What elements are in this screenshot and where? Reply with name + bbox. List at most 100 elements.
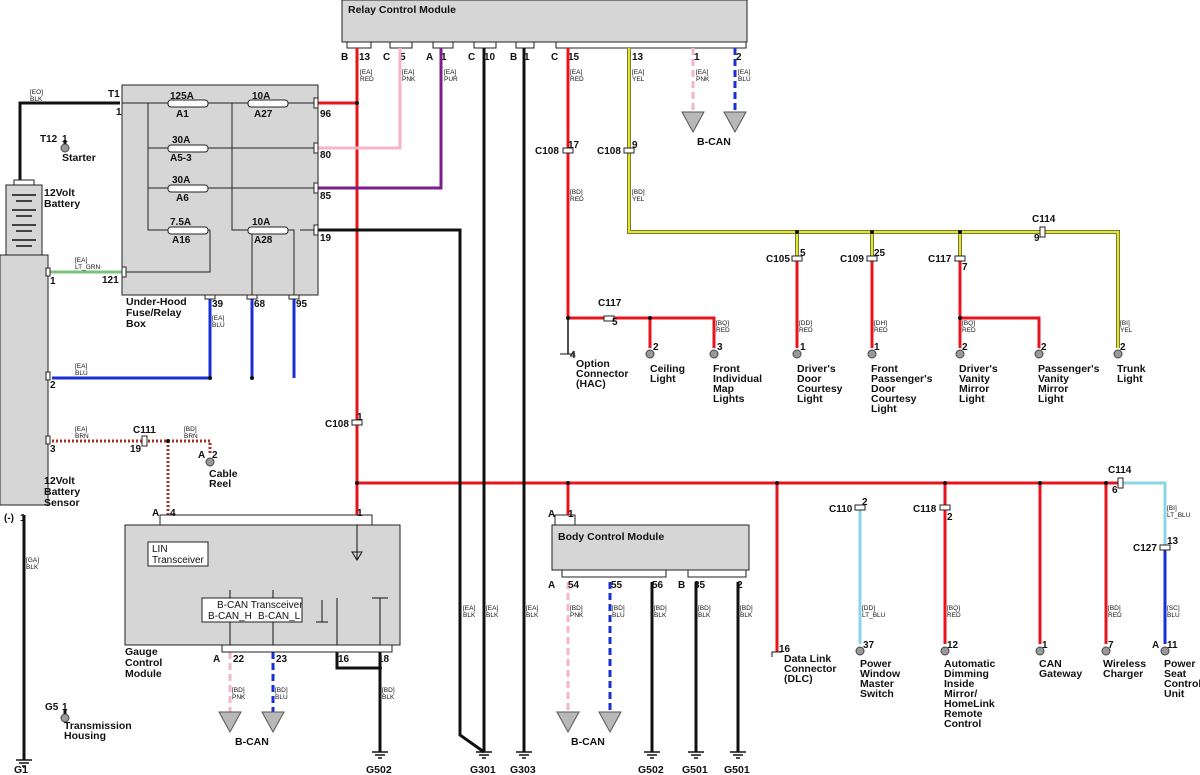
svg-text:1: 1	[694, 52, 700, 63]
svg-text:Gauge: Gauge	[125, 646, 158, 658]
svg-text:Light: Light	[959, 393, 985, 405]
svg-text:C111: C111	[133, 425, 156, 436]
svg-text:RED: RED	[570, 196, 584, 203]
svg-text:Gateway: Gateway	[1039, 668, 1082, 680]
svg-text:BLK: BLK	[463, 612, 476, 619]
svg-text:2: 2	[212, 450, 218, 461]
svg-text:B: B	[341, 52, 348, 63]
svg-text:22: 22	[233, 654, 245, 665]
connector-markers	[141, 147, 1171, 551]
svg-text:C109: C109	[840, 254, 864, 265]
svg-text:RED: RED	[799, 327, 813, 334]
svg-text:B-CAN: B-CAN	[235, 736, 269, 748]
svg-text:C110: C110	[829, 504, 853, 515]
svg-text:Unit: Unit	[1164, 688, 1185, 700]
svg-text:LT_BLU: LT_BLU	[1167, 512, 1191, 519]
svg-text:B-CAN Transceiver: B-CAN Transceiver	[217, 600, 303, 611]
svg-text:1: 1	[800, 342, 806, 353]
svg-text:Wireless: Wireless	[1103, 658, 1146, 670]
svg-text:[EA]: [EA]	[632, 69, 644, 76]
svg-text:G501: G501	[682, 764, 708, 775]
svg-text:16: 16	[338, 654, 350, 665]
svg-text:1: 1	[357, 508, 363, 519]
svg-text:1: 1	[62, 702, 68, 713]
svg-text:[BD]: [BD]	[382, 687, 395, 694]
svg-text:[BD]: [BD]	[1108, 605, 1121, 612]
svg-text:BLK: BLK	[654, 612, 667, 619]
svg-text:Light: Light	[797, 393, 823, 405]
svg-text:BLK: BLK	[26, 564, 39, 571]
svg-text:HomeLink: HomeLink	[944, 698, 995, 710]
svg-text:[BD]: [BD]	[232, 687, 245, 694]
svg-text:18: 18	[378, 654, 390, 665]
fuse-a16-id: A16	[172, 235, 191, 246]
svg-text:T1: T1	[108, 89, 120, 100]
fuse-a16-amp: 7.5A	[170, 217, 191, 228]
svg-text:2: 2	[862, 497, 868, 508]
svg-text:YEL: YEL	[1120, 327, 1133, 334]
svg-text:1: 1	[441, 52, 447, 63]
svg-text:54: 54	[568, 580, 580, 591]
svg-text:BLU: BLU	[1167, 612, 1180, 619]
svg-text:68: 68	[254, 299, 266, 310]
svg-text:19: 19	[130, 444, 142, 455]
svg-text:(HAC): (HAC)	[576, 378, 606, 390]
svg-text:[EA]: [EA]	[75, 426, 87, 433]
svg-text:Mirror: Mirror	[1038, 383, 1068, 395]
svg-text:Driver's: Driver's	[797, 363, 836, 375]
svg-text:37: 37	[863, 640, 875, 651]
svg-text:[DD]: [DD]	[862, 605, 875, 612]
svg-text:23: 23	[276, 654, 288, 665]
svg-text:A: A	[426, 52, 433, 63]
svg-text:BLK: BLK	[382, 694, 395, 701]
svg-text:BLU: BLU	[275, 694, 288, 701]
svg-text:[EA]: [EA]	[526, 605, 538, 612]
svg-text:Dimming: Dimming	[944, 668, 989, 680]
svg-text:[GA]: [GA]	[26, 557, 39, 564]
svg-text:BLK: BLK	[740, 612, 753, 619]
fuse-a6-id: A6	[176, 193, 189, 204]
svg-text:B-CAN_H: B-CAN_H	[208, 611, 252, 622]
svg-text:RED: RED	[962, 327, 976, 334]
svg-text:7: 7	[1108, 640, 1114, 651]
svg-text:[SC]: [SC]	[1167, 605, 1180, 612]
svg-text:Option: Option	[576, 358, 610, 370]
svg-text:1: 1	[524, 52, 530, 63]
svg-text:1: 1	[874, 342, 880, 353]
svg-text:[EO]: [EO]	[30, 89, 43, 96]
svg-text:Charger: Charger	[1103, 668, 1143, 680]
svg-text:RED: RED	[874, 327, 888, 334]
svg-text:B-CAN: B-CAN	[571, 736, 605, 748]
svg-text:4: 4	[570, 350, 576, 361]
fuse-a28-id: A28	[254, 235, 273, 246]
sensor-label-1: 12Volt	[44, 475, 75, 487]
svg-text:Door: Door	[871, 383, 896, 395]
fuse-box-label-2: Fuse/Relay	[126, 307, 182, 319]
svg-text:1: 1	[1042, 640, 1048, 651]
svg-text:LT_GRN: LT_GRN	[75, 264, 100, 271]
svg-text:Control: Control	[944, 718, 981, 730]
svg-text:[BD]: [BD]	[184, 426, 197, 433]
svg-text:C118: C118	[913, 504, 937, 515]
svg-text:[EA]: [EA]	[486, 605, 498, 612]
svg-text:Map: Map	[713, 383, 734, 395]
svg-text:T12: T12	[40, 134, 58, 145]
svg-text:B: B	[678, 580, 685, 591]
svg-text:Cable: Cable	[209, 468, 238, 480]
svg-text:85: 85	[320, 191, 332, 202]
svg-text:12: 12	[947, 640, 959, 651]
svg-text:Module: Module	[125, 668, 162, 680]
svg-text:C: C	[383, 52, 390, 63]
svg-text:B: B	[510, 52, 517, 63]
svg-text:Reel: Reel	[209, 478, 231, 490]
fuse-a1-amp: 125A	[170, 91, 194, 102]
svg-text:56: 56	[652, 580, 664, 591]
relay-control-module-label: Relay Control Module	[348, 4, 456, 16]
svg-text:RED: RED	[947, 612, 961, 619]
svg-text:G502: G502	[366, 764, 392, 775]
svg-text:CAN: CAN	[1039, 658, 1062, 670]
svg-text:G1: G1	[14, 764, 28, 775]
svg-text:Light: Light	[1038, 393, 1064, 405]
